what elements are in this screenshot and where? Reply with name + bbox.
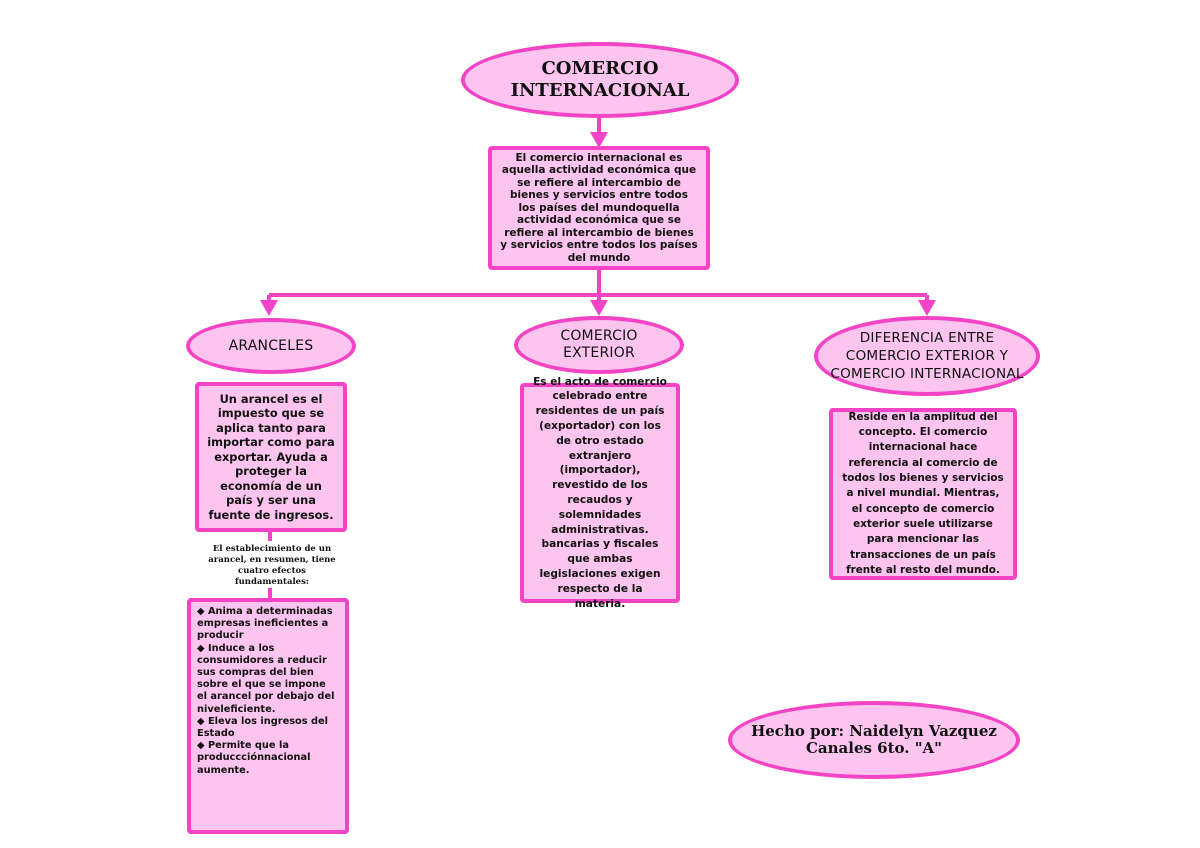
- arrowhead-aranceles: [260, 300, 278, 316]
- definition-box: El comercio internacional es aquella act…: [488, 146, 710, 270]
- aranceles-heading: ARANCELES: [186, 318, 356, 374]
- diferencia-text: Reside en la amplitud del concepto. El c…: [842, 410, 1004, 576]
- aranceles-heading-text: ARANCELES: [228, 337, 314, 354]
- aranceles-effects-list: Anima a determinadas empresas ineficient…: [197, 606, 339, 777]
- diferencia-heading: DIFERENCIA ENTRE COMERCIO EXTERIOR Y COM…: [814, 316, 1040, 396]
- arrowhead-diferencia: [918, 300, 936, 316]
- definition-text: El comercio internacional es aquella act…: [500, 151, 698, 264]
- aranceles-effect-item: Permite que la produccciónnacional aumen…: [197, 740, 339, 777]
- aranceles-effect-item: Induce a los consumidores a reducir sus …: [197, 643, 339, 716]
- comercio-exterior-text: Es el acto de comercio celebrado entre r…: [533, 375, 667, 610]
- comercio-exterior-heading-text: COMERCIO EXTERIOR: [560, 328, 638, 361]
- aranceles-note: El establecimiento de un arancel, en res…: [208, 544, 336, 587]
- aranceles-text: Un arancel es el impuesto que se aplica …: [207, 391, 335, 522]
- title-text: COMERCIO INTERNACIONAL: [510, 58, 690, 101]
- aranceles-effects-box: Anima a determinadas empresas ineficient…: [187, 598, 349, 834]
- diferencia-box: Reside en la amplitud del concepto. El c…: [829, 408, 1017, 580]
- title-node: COMERCIO INTERNACIONAL: [461, 42, 739, 118]
- comercio-exterior-heading: COMERCIO EXTERIOR: [514, 316, 684, 374]
- aranceles-effect-item: Eleva los ingresos del Estado: [197, 716, 339, 740]
- arrowhead-comercio-exterior: [590, 300, 608, 316]
- comercio-exterior-box: Es el acto de comercio celebrado entre r…: [520, 376, 680, 610]
- aranceles-effect-item: Anima a determinadas empresas ineficient…: [197, 606, 339, 643]
- author-text: Hecho por: Naidelyn Vazquez Canales 6to.…: [751, 722, 997, 757]
- diferencia-heading-text: DIFERENCIA ENTRE COMERCIO EXTERIOR Y COM…: [830, 330, 1024, 382]
- author-node: Hecho por: Naidelyn Vazquez Canales 6to.…: [728, 701, 1020, 779]
- arrowhead-definition: [590, 132, 608, 148]
- aranceles-box: Un arancel es el impuesto que se aplica …: [195, 382, 347, 532]
